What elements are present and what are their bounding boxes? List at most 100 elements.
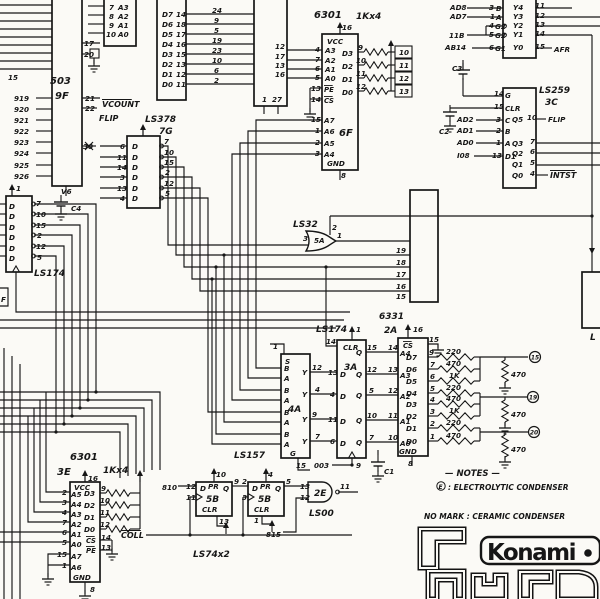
- label-10: 10: [399, 48, 409, 57]
- label-q: Q: [356, 348, 362, 357]
- label-815: 815: [266, 530, 281, 539]
- label-30: 30: [83, 142, 93, 151]
- label-q1: Q1: [512, 160, 523, 169]
- wire: [270, 343, 285, 354]
- label-220: 220: [446, 383, 461, 392]
- label-d0: D0: [162, 80, 173, 89]
- label-d2: D2: [162, 60, 173, 69]
- note-ceramic: NO MARK : CERAMIC CONDENSER: [424, 512, 565, 521]
- label-a4: A4: [399, 349, 411, 358]
- label-9: 9: [234, 477, 239, 486]
- label-11: 11: [117, 153, 127, 162]
- wire: [33, 408, 70, 513]
- wire: [34, 224, 81, 408]
- net-ref-13: [394, 84, 413, 98]
- label-a2: A2: [399, 392, 411, 401]
- label-a1: A1: [117, 21, 129, 30]
- connector-pin-15: [528, 350, 542, 364]
- label-b: B: [496, 4, 502, 13]
- inverter-bubble-icon: [31, 211, 36, 217]
- label-2: 2: [165, 168, 170, 177]
- label-470: 470: [511, 445, 526, 454]
- label-15: 15: [429, 335, 439, 344]
- label-14: 14: [101, 533, 111, 542]
- label-2: 2: [37, 231, 42, 240]
- label-a2: A2: [324, 56, 336, 65]
- label-6: 6: [120, 142, 125, 151]
- label-16: 16: [275, 70, 285, 79]
- label-vcount: VCOUNT: [102, 100, 140, 109]
- label-10: 10: [367, 411, 377, 420]
- label-11: 11: [399, 61, 409, 70]
- konami-wordmark: Konami: [487, 540, 575, 566]
- label-18: 18: [176, 20, 186, 29]
- label-d0: D0: [342, 88, 353, 97]
- label-2: 2: [315, 138, 320, 147]
- label-d0: D0: [84, 525, 95, 534]
- label-12: 12: [100, 520, 110, 529]
- label-470: 470: [511, 370, 526, 379]
- wire: [223, 255, 281, 423]
- label-ls174: LS174: [34, 269, 65, 279]
- label-q0: Q0: [512, 171, 523, 180]
- label-2: 2: [332, 223, 337, 232]
- label-y3: Y3: [513, 12, 523, 21]
- label-1: 1: [16, 184, 21, 193]
- inverter-bubble-icon: [159, 143, 164, 149]
- label-d6: D6: [162, 20, 173, 29]
- label-20: 20: [84, 50, 94, 59]
- vcc-arrow-icon: [269, 520, 275, 526]
- label-ad2: AD2: [456, 115, 474, 124]
- konami-logo-box: [479, 535, 600, 566]
- label-15: 15: [8, 73, 18, 82]
- label-6: 6: [430, 372, 435, 381]
- label-470: 470: [511, 410, 526, 419]
- label-g: G: [290, 449, 296, 458]
- ic-ls174-3a: [336, 339, 367, 459]
- label-5b: 5B: [206, 495, 219, 505]
- inverter-bubble-icon: [31, 222, 36, 228]
- wire: [160, 166, 410, 268]
- arrow-down-icon: [589, 248, 595, 254]
- label-a7: A7: [323, 116, 335, 125]
- label-14: 14: [494, 89, 504, 98]
- label-ls259: LS259: [539, 86, 570, 96]
- inverter-bubble-icon: [335, 489, 340, 495]
- label-6: 6: [530, 147, 535, 156]
- label-2: 2: [496, 126, 501, 135]
- label-1k: 1K: [449, 371, 461, 380]
- label-5: 5: [530, 158, 535, 167]
- label-18: 18: [396, 258, 406, 267]
- wire: [247, 130, 322, 379]
- label-11: 11: [328, 415, 338, 424]
- label-16: 16: [88, 474, 98, 483]
- label-13: 13: [219, 517, 229, 526]
- inverter-bubble-icon: [31, 232, 36, 238]
- label-q: Q: [356, 438, 362, 447]
- label-d1: D1: [162, 70, 173, 79]
- vcc-arrow-icon: [337, 22, 343, 28]
- resistor: [437, 388, 475, 398]
- label-d: D: [132, 163, 138, 172]
- label-c1: C1: [384, 467, 394, 476]
- resistor: [363, 47, 389, 57]
- label-d2: D2: [84, 501, 95, 510]
- label-d: D: [9, 212, 15, 221]
- wire: [0, 407, 145, 472]
- label-15: 15: [535, 42, 545, 51]
- ic-503-9f: [51, 0, 83, 187]
- label-f: F: [1, 295, 6, 304]
- label-12: 12: [399, 74, 409, 83]
- label-y2: Y2: [513, 21, 523, 30]
- label-a1: A1: [324, 65, 336, 74]
- vcc-arrow-icon: [9, 184, 15, 190]
- label-d: D: [132, 173, 138, 182]
- label-a5: A5: [323, 139, 335, 148]
- label-g1: G1: [495, 44, 506, 53]
- label-ad1: AD1: [456, 126, 474, 135]
- wire: [0, 399, 153, 470]
- label-a3: A3: [324, 46, 336, 55]
- label-clr: CLR: [505, 104, 520, 113]
- inverter-bubble-icon: [31, 201, 36, 207]
- ic-ls74-a: [195, 481, 233, 517]
